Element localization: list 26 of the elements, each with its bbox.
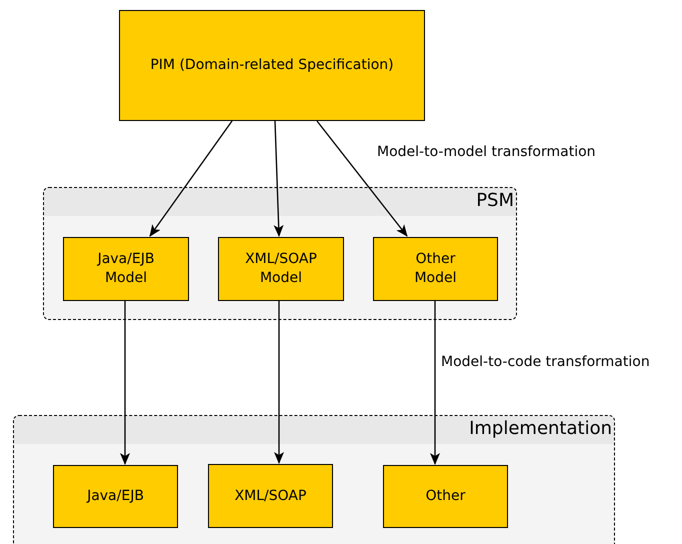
process-box bbox=[218, 237, 344, 301]
box-label: XML/SOAP Model bbox=[244, 250, 318, 288]
process-box bbox=[373, 237, 498, 301]
box-label: Java/EJB bbox=[87, 487, 144, 506]
process-box bbox=[383, 465, 508, 528]
box-label: PIM (Domain-related Specification) bbox=[150, 56, 394, 75]
arrow bbox=[120, 300, 130, 465]
arrow bbox=[316, 120, 408, 237]
box-label: Other Model bbox=[413, 250, 458, 288]
group-title: PSM bbox=[476, 190, 514, 212]
group-container bbox=[43, 187, 517, 320]
arrow bbox=[430, 300, 440, 465]
arrow bbox=[149, 120, 233, 237]
box-label: XML/SOAP bbox=[234, 486, 306, 506]
process-box bbox=[119, 10, 425, 121]
box-label: Other bbox=[426, 487, 466, 506]
arrow bbox=[274, 120, 284, 237]
group-container bbox=[13, 415, 615, 544]
process-box bbox=[208, 464, 333, 528]
process-box bbox=[63, 237, 189, 301]
process-box bbox=[53, 465, 178, 528]
box-label: Java/EJB Model bbox=[96, 250, 156, 288]
transformation-label: Model-to-code transformation bbox=[441, 353, 650, 371]
arrow bbox=[274, 300, 284, 464]
group-title: Implementation bbox=[469, 418, 612, 440]
transformation-label: Model-to-model transformation bbox=[377, 143, 596, 161]
